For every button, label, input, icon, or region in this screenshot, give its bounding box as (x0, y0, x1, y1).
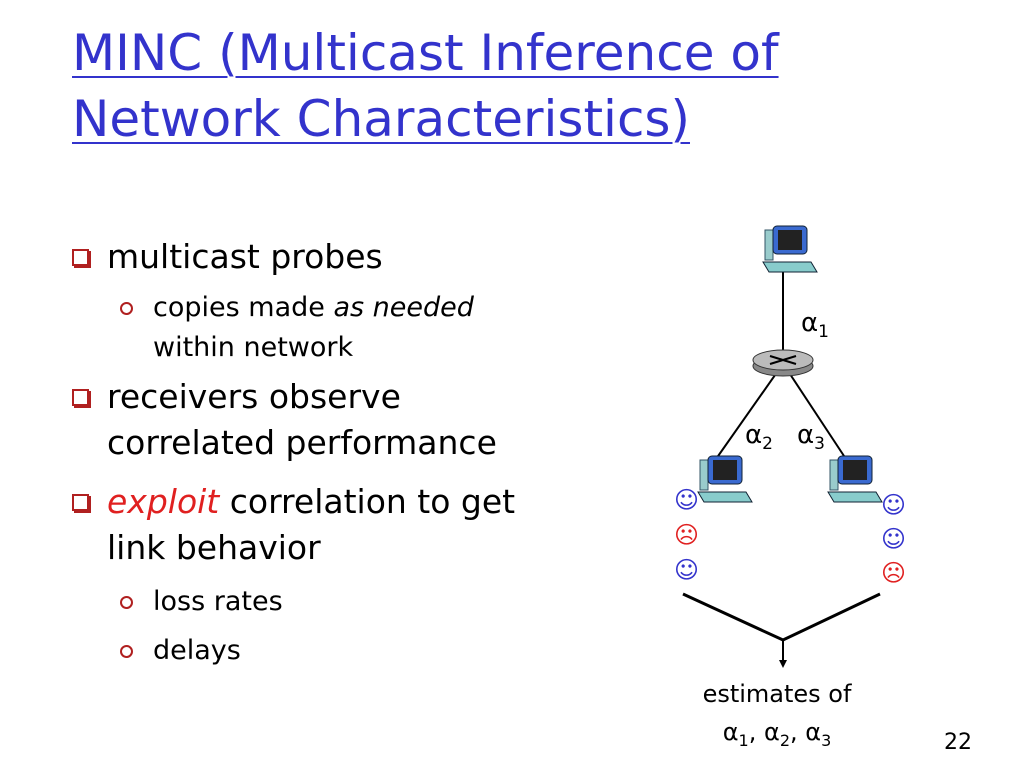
subbullet-copies: copies made as needed within network (120, 288, 474, 368)
bullet-exploit: exploit correlation to get link behavior (72, 479, 516, 571)
alpha-3-label: α3 (797, 420, 825, 455)
bullet-text: copies made (153, 292, 334, 323)
estimates-alphas: α1, α2, α3 (722, 718, 832, 750)
receiver-left-computer-icon (697, 455, 753, 503)
sad-face-icon: ☹ (881, 559, 907, 587)
bullet-text: loss rates (153, 586, 283, 617)
bullet-emphasis: exploit (107, 482, 220, 521)
link-2 (715, 367, 781, 460)
square-bullet-icon (72, 389, 89, 406)
bullet-text: within network (153, 332, 354, 363)
alpha-1-label: α1 (801, 308, 829, 343)
square-bullet-icon (72, 249, 89, 266)
happy-face-icon: ☺ (674, 486, 700, 514)
sender-computer-icon (762, 225, 818, 273)
subbullet-loss-rates: loss rates (120, 582, 283, 622)
estimates-label: estimates of (702, 680, 852, 708)
merge-bracket (682, 592, 881, 642)
happy-face-icon: ☺ (674, 556, 700, 584)
bullet-multicast-probes: multicast probes (72, 234, 383, 280)
arrow-down-icon (779, 660, 787, 668)
bullet-emphasis: as needed (333, 292, 474, 323)
bullet-receivers: receivers observe correlated performance (72, 374, 497, 466)
bullet-text: delays (153, 635, 241, 666)
slide-title-line2: Network Characteristics) (72, 90, 690, 148)
circle-bullet-icon (120, 302, 133, 315)
bullet-text: correlated performance (107, 423, 497, 462)
alpha-2-label: α2 (745, 420, 773, 455)
bullet-text: receivers observe (107, 377, 401, 416)
subbullet-delays: delays (120, 631, 241, 671)
bullet-text: correlation to get (219, 482, 516, 521)
square-bullet-icon (72, 494, 89, 511)
router-icon (752, 349, 814, 377)
bullet-text: multicast probes (107, 237, 383, 276)
circle-bullet-icon (120, 596, 133, 609)
bullet-text: link behavior (107, 528, 321, 567)
receiver-right-computer-icon (827, 455, 883, 503)
circle-bullet-icon (120, 645, 133, 658)
sad-face-icon: ☹ (674, 521, 700, 549)
page-number: 22 (944, 730, 972, 755)
happy-face-icon: ☺ (881, 491, 907, 519)
slide-title-line1: MINC (Multicast Inference of (72, 24, 779, 82)
happy-face-icon: ☺ (881, 525, 907, 553)
link-3 (785, 367, 847, 460)
